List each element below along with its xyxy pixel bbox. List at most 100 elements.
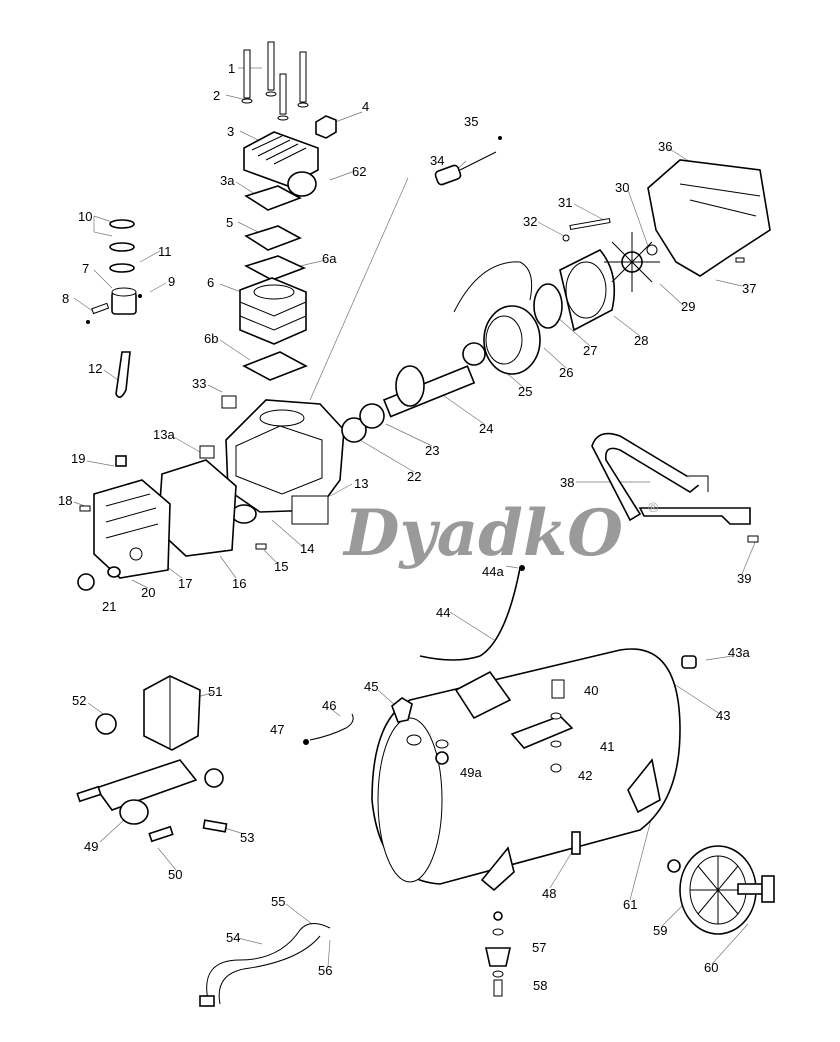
part-label: 37 — [742, 281, 756, 296]
part-label: 10 — [78, 209, 92, 224]
cylinder — [239, 277, 307, 345]
part-label: 7 — [82, 261, 89, 276]
part-label: 8 — [62, 291, 69, 306]
circlip — [646, 244, 658, 256]
part-label: 39 — [737, 571, 751, 586]
part-label: 48 — [542, 886, 556, 901]
part-label: 15 — [274, 559, 288, 574]
part-label: 2 — [213, 88, 220, 103]
part-label: 17 — [178, 576, 192, 591]
washer-49a — [435, 739, 449, 749]
seal-20 — [107, 566, 121, 578]
part-label: 40 — [584, 683, 598, 698]
part-label: 20 — [141, 585, 155, 600]
pipe-fitting — [434, 164, 462, 186]
part-label: 42 — [578, 768, 592, 783]
part-label: 50 — [168, 867, 182, 882]
part-label: 5 — [226, 215, 233, 230]
part-label: 33 — [192, 376, 206, 391]
part-label: 31 — [558, 195, 572, 210]
part-label: 58 — [533, 978, 547, 993]
piston-assembly — [86, 219, 142, 324]
part-label: 12 — [88, 361, 102, 376]
check-valve — [391, 697, 413, 723]
watermark: DyadkO — [342, 496, 623, 571]
crankcase-cover — [93, 479, 171, 579]
part-label: 44a — [482, 564, 504, 579]
part-label: 46 — [322, 698, 336, 713]
washer-32 — [562, 234, 570, 242]
fan-cover — [647, 159, 771, 277]
part-label: 55 — [271, 894, 285, 909]
manifold — [76, 759, 228, 843]
part-label: 56 — [318, 963, 332, 978]
stator-housing — [559, 249, 616, 332]
watermark-registered-mark: ® — [648, 499, 659, 515]
drain-valve — [571, 831, 581, 855]
part-label: 13 — [354, 476, 368, 491]
part-label: 35 — [464, 114, 478, 129]
outlet-pipe — [419, 567, 521, 661]
handle — [591, 432, 751, 525]
screw-37 — [735, 257, 745, 263]
part-label: 49a — [460, 765, 482, 780]
part-label: 3 — [227, 124, 234, 139]
part-label: 27 — [583, 343, 597, 358]
rubber-foot — [485, 947, 511, 967]
part-label: 41 — [600, 739, 614, 754]
gauge-52 — [95, 713, 117, 735]
part-label: 30 — [615, 180, 629, 195]
part-label: 6a — [322, 251, 337, 266]
part-label: 29 — [681, 299, 695, 314]
pressure-switch — [143, 675, 201, 751]
bearing-23 — [359, 403, 385, 429]
part-label: 34 — [430, 153, 444, 168]
through-bolt — [569, 217, 611, 231]
part-label: 36 — [658, 139, 672, 154]
tank-plug — [681, 655, 697, 669]
air-filter — [287, 171, 317, 197]
part-label: 23 — [425, 443, 439, 458]
bolt-58 — [493, 979, 503, 997]
part-label: 44 — [436, 605, 450, 620]
part-label: 43 — [716, 708, 730, 723]
part-label: 32 — [523, 214, 537, 229]
part-label: 49 — [84, 839, 98, 854]
pipe — [459, 151, 497, 171]
part-label: 6 — [207, 275, 214, 290]
motor-wires — [453, 261, 533, 313]
part-label: 1 — [228, 61, 235, 76]
part-label: 14 — [300, 541, 314, 556]
part-label: 43a — [728, 645, 750, 660]
gasket-3a — [244, 185, 302, 211]
handle-screw — [747, 535, 759, 543]
part-label: 61 — [623, 897, 637, 912]
gauge-53 — [204, 768, 224, 788]
power-cord — [206, 923, 331, 1005]
plug — [199, 995, 215, 1007]
air-tank — [371, 648, 681, 892]
breather-cap — [115, 455, 127, 467]
part-label: 25 — [518, 384, 532, 399]
part-label: 59 — [653, 923, 667, 938]
part-label: 53 — [240, 830, 254, 845]
part-label: 38 — [560, 475, 574, 490]
part-label: 4 — [362, 99, 369, 114]
crankcase — [199, 395, 345, 525]
part-label: 6b — [204, 331, 218, 346]
part-label: 21 — [102, 599, 116, 614]
screw-15 — [255, 543, 267, 550]
wheel — [679, 845, 775, 935]
pipe-46 — [309, 713, 354, 741]
part-label: 47 — [270, 722, 284, 737]
connecting-rod — [115, 351, 131, 398]
screw-18 — [79, 505, 91, 512]
elbow-fitting — [315, 115, 337, 139]
part-label: 16 — [232, 576, 246, 591]
part-label: 54 — [226, 930, 240, 945]
o-ring — [533, 283, 563, 329]
wheel-nut — [667, 859, 681, 873]
part-labels: 1 2 3 4 62 3a 5 6a 6 6b 10 11 7 9 8 12 3… — [58, 61, 756, 993]
part-label: 18 — [58, 493, 72, 508]
